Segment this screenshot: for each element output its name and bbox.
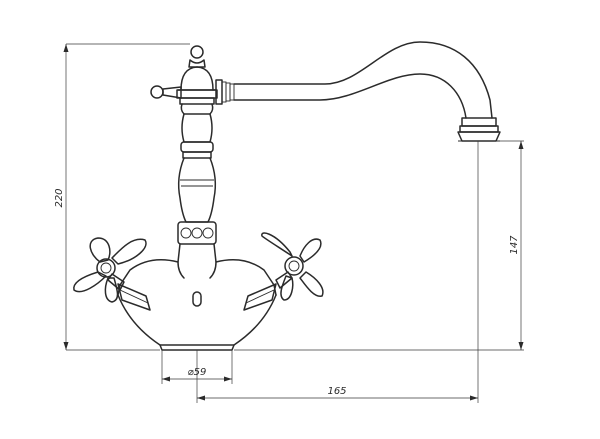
- base-diameter-label: ⌀59: [188, 367, 207, 378]
- faucet-outline: [73, 41, 501, 351]
- spout-height-label: 147: [509, 235, 520, 255]
- right-cross-handle: [261, 232, 324, 301]
- overall-height-label: 220: [54, 188, 65, 207]
- left-cross-handle: [73, 237, 147, 303]
- dimension-lines: [63, 43, 524, 403]
- spout-reach-label: 165: [327, 386, 346, 397]
